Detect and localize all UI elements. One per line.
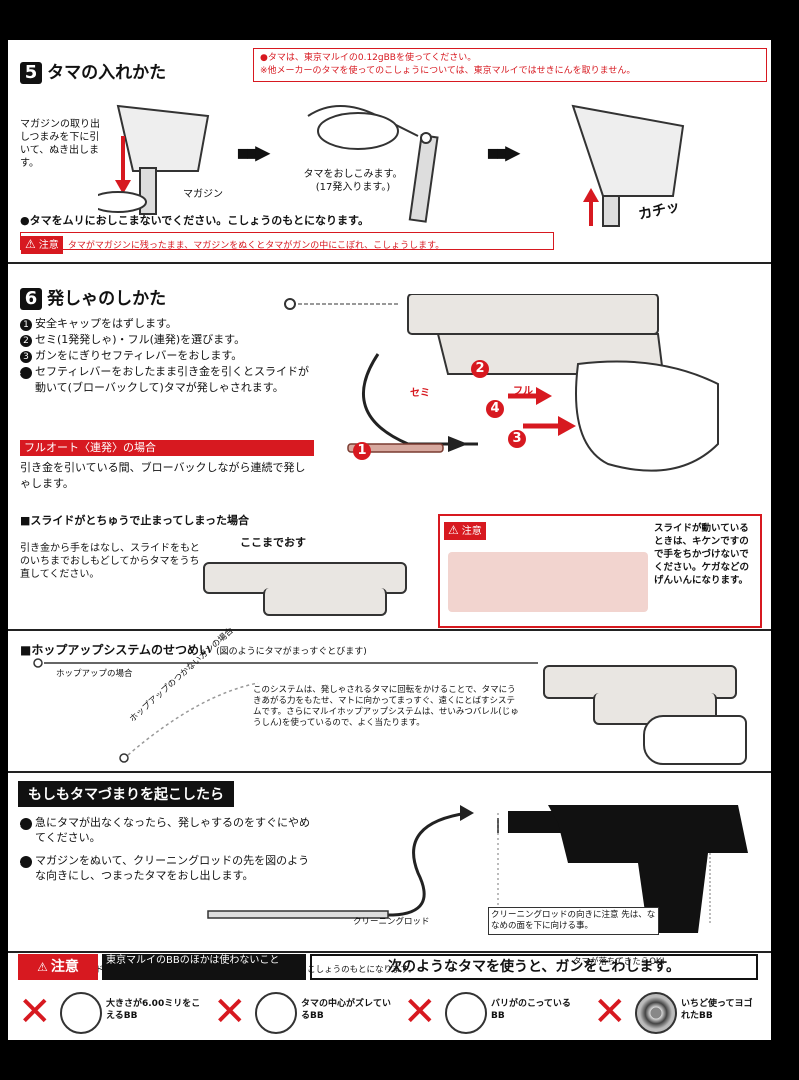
illustration-firing-gun: [284, 294, 719, 472]
bb-dirty-icon: [635, 992, 677, 1034]
caution-text: タマがマガジンに残ったまま、マガジンをぬくとタマがガンの中にこぼれ、こしょうしま…: [67, 241, 445, 251]
bad-bb-item: ✕ 大きさが6.00ミリをこえるBB: [18, 988, 208, 1036]
x-mark-icon: ✕: [593, 989, 627, 1035]
marker-1: 1: [353, 442, 371, 460]
warning-triangle-icon: ⚠: [448, 523, 459, 537]
full-auto-text: 引き金を引いている間、ブローバックしながら連続で発しゃします。: [20, 461, 306, 490]
slide-stuck-text: 引き金から手をはなし、スライドをもとのいちまでおしもどしてからタマをうち直してく…: [20, 543, 200, 580]
hop-heading: ■ホップアップシステムのせつめい (図のようにタマがまっすぐとびます): [20, 639, 367, 658]
x-mark-icon: ✕: [18, 989, 52, 1035]
slide-caution-text: スライドが動いているときは、キケンですので手をちかづけないでください。ケガなどの…: [654, 523, 750, 586]
drop-ok-label: タマが落ちてきたらOK!: [573, 957, 665, 967]
illustration-cleaning-rod: [207, 805, 748, 933]
bad-bb-item: ✕ タマの中心がズレているBB: [213, 988, 393, 1036]
illustration-remove-magazine: [98, 104, 210, 215]
bad-bb-item: ✕ いちど使ってヨゴれたBB: [593, 988, 760, 1036]
x-mark-icon: ✕: [213, 989, 247, 1035]
full-label: フル: [513, 386, 533, 397]
bad-bb-label: バリがのこっているBB: [491, 999, 571, 1021]
bad-bb-label: 大きさが6.00ミリをこえるBB: [106, 999, 201, 1021]
rod-label: クリーニングロッド: [353, 917, 430, 927]
section-number: 6: [20, 288, 42, 310]
section-title: タマの入れかた: [47, 63, 167, 83]
warning-triangle-icon: ⚠: [25, 237, 36, 251]
section-title: 発しゃのしかた: [47, 289, 167, 309]
slide-stuck-title: ■スライドがとちゅうで止まってしまった場合: [20, 514, 249, 527]
bb-notice-box: ●タマは、東京マルイの0.12gBBを使ってください。 ※他メーカーのタマを使っ…: [253, 48, 767, 82]
section-load-bb: 5 タマの入れかた ●タマは、東京マルイの0.12gBBを使ってください。 ※他…: [8, 40, 771, 264]
illustration-hop-gun: [533, 655, 753, 765]
bad-bb-list: ✕ 大きさが6.00ミリをこえるBB ✕ タマの中心がズレているBB ✕ バリが…: [18, 988, 760, 1036]
hand-shape: [643, 715, 747, 765]
illustration-slide-stuck: [203, 562, 413, 616]
damage-headline: 次のようなタマを使うと、ガンをこわします。: [310, 954, 758, 980]
push-here-label: ここまでおす: [240, 536, 306, 549]
bb-offcenter-icon: [255, 992, 297, 1034]
section-hop-up: ■ホップアップシステムのせつめい (図のようにタマがまっすぐとびます) ホップア…: [8, 626, 771, 773]
caution-tag: ⚠注意: [18, 954, 98, 980]
bad-bb-label: いちど使ってヨゴれたBB: [681, 999, 753, 1021]
marker-3: 3: [508, 430, 526, 448]
bb-oversized-icon: [60, 992, 102, 1034]
warning-triangle-icon: ⚠: [37, 960, 48, 974]
hop-title: ■ホップアップシステムのせつめい: [20, 643, 211, 657]
section-5-heading: 5 タマの入れかた: [20, 58, 166, 84]
full-auto-bar: フルオート〈連発〉の場合: [20, 440, 314, 456]
bb-caution-row: ⚠注意 東京マルイのBBのほかは使わないこと 次のようなタマを使うと、ガンをこわ…: [18, 952, 760, 982]
step-insert-bb: タマをおしこみます。(17発入ります。): [303, 169, 403, 193]
hop-description: このシステムは、発しゃされるタマに回転をかけることで、タマにうきあがる力をもたせ…: [253, 685, 519, 728]
notice-line-2: ※他メーカーのタマを使ってのこしょうについては、東京マルイではせきにんを取りませ…: [260, 66, 636, 76]
x-mark-icon: ✕: [403, 989, 437, 1035]
section-number: 5: [20, 62, 42, 84]
illustration-slide-danger: [448, 552, 648, 612]
semi-label: セミ: [410, 388, 430, 399]
hop-label: ホップアップの場合: [56, 669, 133, 679]
marker-2: 2: [471, 360, 489, 378]
manual-page: 5 タマの入れかた ●タマは、東京マルイの0.12gBBを使ってください。 ※他…: [8, 40, 771, 1040]
marker-4: 4: [486, 400, 504, 418]
illustration-trajectory: [33, 658, 538, 763]
caution-label: 注意: [38, 240, 59, 251]
caution-magazine-bar: ⚠注意 タマがマガジンに残ったまま、マガジンをぬくとタマがガンの中にこぼれ、こし…: [20, 232, 554, 254]
slide-caution-box: ⚠注意 スライドが動いているときは、キケンですので手をちかづけないでください。ケ…: [438, 514, 762, 628]
hop-subtitle: (図のようにタマがまっすぐとびます): [216, 647, 367, 657]
arrow-right-icon: ▪▪▶: [486, 140, 520, 164]
arrow-right-icon: ▪▪▶: [236, 140, 270, 164]
caution-label: 注意: [50, 959, 79, 975]
bb-burr-icon: [445, 992, 487, 1034]
only-marui-bb: 東京マルイのBBのほかは使わないこと: [102, 954, 306, 980]
caution-label: 注意: [461, 526, 482, 537]
notice-line-1: ●タマは、東京マルイの0.12gBBを使ってください。: [260, 53, 477, 63]
caution-tag: ⚠注意: [444, 522, 486, 540]
illustration-insert-bb: [307, 105, 439, 223]
warning-dont-force: ●タマをムリにおしこまないでください。こしょうのもとになります。: [20, 214, 369, 227]
bad-bb-item: ✕ バリがのこっているBB: [403, 988, 583, 1036]
magazine-label: マガジン: [183, 189, 223, 200]
illustration-insert-magazine: [571, 104, 685, 227]
bad-bb-label: タマの中心がズレているBB: [301, 999, 392, 1021]
jam-title: もしもタマづまりを起こしたら: [18, 781, 234, 807]
section-6-heading: 6 発しゃのしかた: [20, 284, 166, 310]
step-remove-magazine: マガジンの取り出しつまみを下に引いて、ぬき出します。: [20, 119, 100, 169]
caution-tag: ⚠注意: [21, 236, 63, 254]
rod-orientation-note: クリーニングロッドの向きに注意 先は、ななめの面を下に向ける事。: [488, 907, 659, 935]
gun-frame: [263, 588, 387, 616]
